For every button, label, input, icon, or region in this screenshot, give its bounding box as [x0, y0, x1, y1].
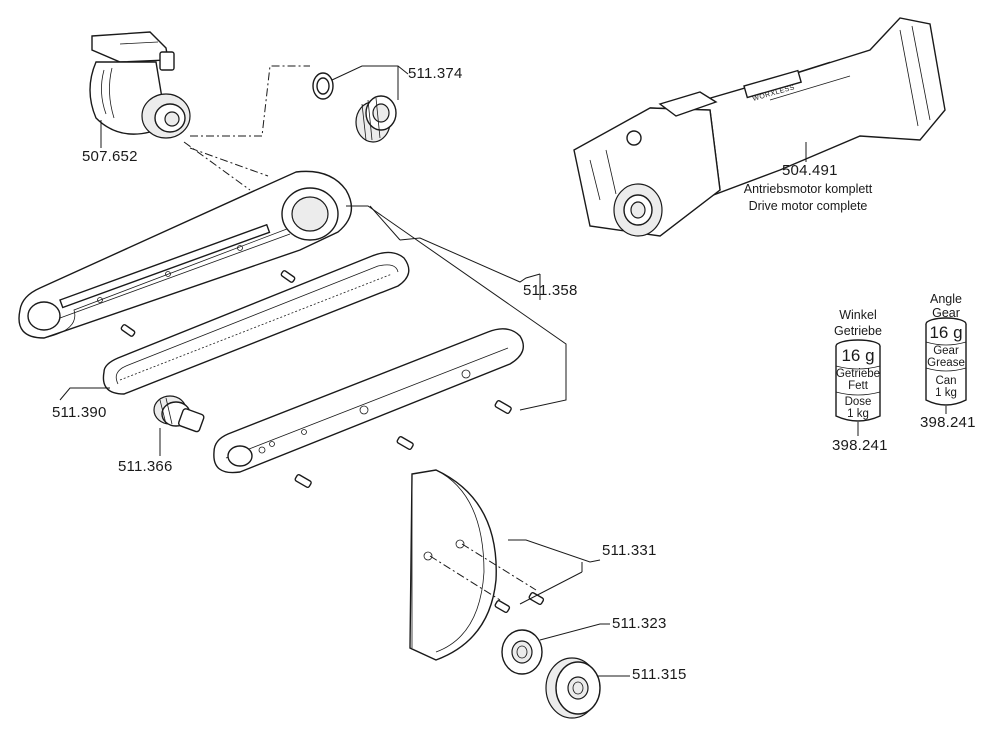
part-number-507652: 507.652	[82, 148, 138, 165]
part-number-511374: 511.374	[408, 65, 463, 82]
clamping-nut-part	[545, 657, 601, 719]
grease-de-container-2: 1 kg	[847, 408, 869, 420]
grease-de-content-2: Fett	[848, 380, 868, 392]
screw	[294, 400, 545, 614]
dowel-pin	[280, 270, 296, 283]
grease-en-weight: 16 g	[929, 323, 963, 342]
toothed-belt-part	[102, 251, 410, 395]
dowel-pin-2	[120, 324, 136, 337]
part-number-511331: 511.331	[602, 542, 657, 559]
grease-can-en	[925, 317, 967, 414]
grease-de-weight: 16 g	[841, 346, 875, 365]
grease-en-content-2: Grease	[927, 357, 965, 369]
part-number-511315: 511.315	[632, 666, 687, 683]
grease-de-container-1: Dose	[844, 396, 872, 408]
washer-part	[312, 72, 334, 100]
flange-washer-part	[501, 629, 543, 675]
part-number-511366: 511.366	[118, 458, 173, 475]
grease-en-container-2: 1 kg	[935, 387, 957, 399]
part-number-511323: 511.323	[612, 615, 667, 632]
adapter-clamp-part	[89, 31, 191, 139]
part-number-504491: 504.491	[782, 162, 838, 179]
grease-en-heading-2: Gear	[932, 306, 960, 320]
lower-arm-plate-part	[213, 328, 524, 474]
grease-de-heading-1: Winkel	[839, 308, 877, 322]
drive-motor-desc-en: Drive motor complete	[748, 199, 868, 213]
grease-en-container-1: Can	[935, 375, 957, 387]
grease-en-heading-1: Angle	[930, 292, 962, 306]
grease-de-content-1: Getriebe	[835, 368, 881, 380]
blade-guard-part	[409, 469, 497, 661]
grease-de-number: 398.241	[832, 437, 888, 454]
drive-motor-desc-de: Antriebsmotor komplett	[743, 182, 873, 196]
pinion-gear-part	[355, 95, 397, 143]
upper-arm-housing-part	[18, 170, 353, 339]
part-number-511358: 511.358	[523, 282, 578, 299]
grease-en-content-1: Gear	[933, 345, 959, 357]
drive-motor-part	[573, 17, 946, 237]
grease-de-heading-2: Getriebe	[834, 324, 882, 338]
part-number-511390: 511.390	[52, 404, 107, 421]
drive-pulley-part	[153, 395, 205, 433]
grease-can-de	[835, 339, 881, 436]
grease-en-number: 398.241	[920, 414, 976, 431]
